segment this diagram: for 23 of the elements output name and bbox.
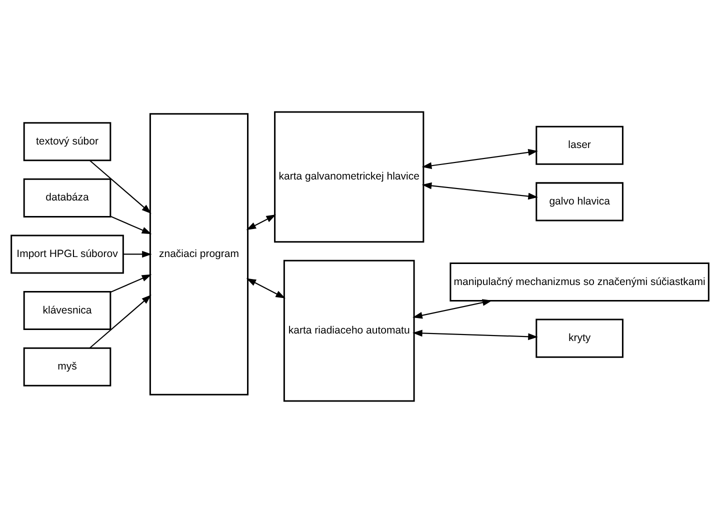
node-box: klávesnica	[23, 291, 112, 330]
node-box: myš	[23, 347, 112, 386]
arrow	[246, 214, 276, 230]
arrow	[89, 294, 152, 348]
node-box: galvo hlavica	[536, 182, 624, 222]
node-box: databáza	[23, 178, 112, 218]
node-box: textový súbor	[23, 122, 112, 162]
node-box: manipulačný mechanizmus so značenými súčiastkami	[450, 262, 710, 302]
node-box: karta galvanometrickej hlavice	[274, 111, 424, 243]
arrow	[422, 148, 538, 170]
arrow	[246, 278, 286, 298]
arrow	[412, 299, 492, 319]
arrow	[89, 160, 152, 214]
node-box: laser	[536, 126, 624, 165]
arrow	[422, 182, 538, 200]
arrow	[412, 330, 538, 340]
node-box: značiaci program	[149, 113, 249, 396]
arrow	[123, 250, 152, 258]
node-box: Import HPGL súborov	[10, 234, 124, 274]
node-box: karta riadiaceho automatu	[283, 260, 415, 402]
node-box: kryty	[536, 318, 624, 358]
arrow	[110, 274, 152, 293]
arrow	[110, 216, 152, 234]
